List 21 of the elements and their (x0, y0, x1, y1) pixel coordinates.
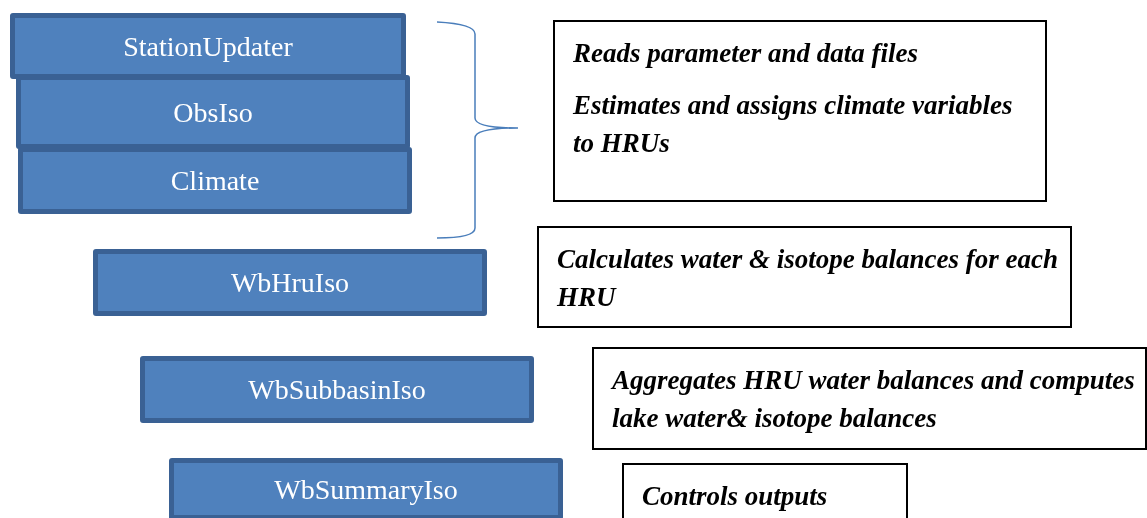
module-box (18, 147, 412, 214)
module-box (10, 13, 406, 79)
module-name: StationUpdater (123, 29, 293, 64)
description-box (553, 20, 1047, 202)
description-text: Estimates and assigns climate variables to HRUs (573, 89, 1014, 160)
description-text: Aggregates HRU water balances and computes lake water& isotope balances (612, 364, 1136, 435)
description-text: Controls outputs (642, 480, 829, 513)
description-text: Calculates water & isotope balances for each HRU (557, 243, 1059, 314)
module-name: WbHruIso (230, 266, 350, 300)
module-box (93, 249, 487, 316)
module-name: WbSummaryIso (274, 472, 458, 507)
module-name: ObsIso (173, 95, 253, 130)
description-box (537, 226, 1072, 328)
module-box (16, 75, 410, 149)
description-text: Reads parameter and data files (573, 37, 919, 70)
description-box (622, 463, 908, 518)
description-box (592, 347, 1147, 450)
module-box (169, 458, 563, 518)
module-name: Climate (170, 164, 260, 198)
module-name: WbSubbasinIso (248, 373, 426, 407)
module-box (140, 356, 534, 423)
